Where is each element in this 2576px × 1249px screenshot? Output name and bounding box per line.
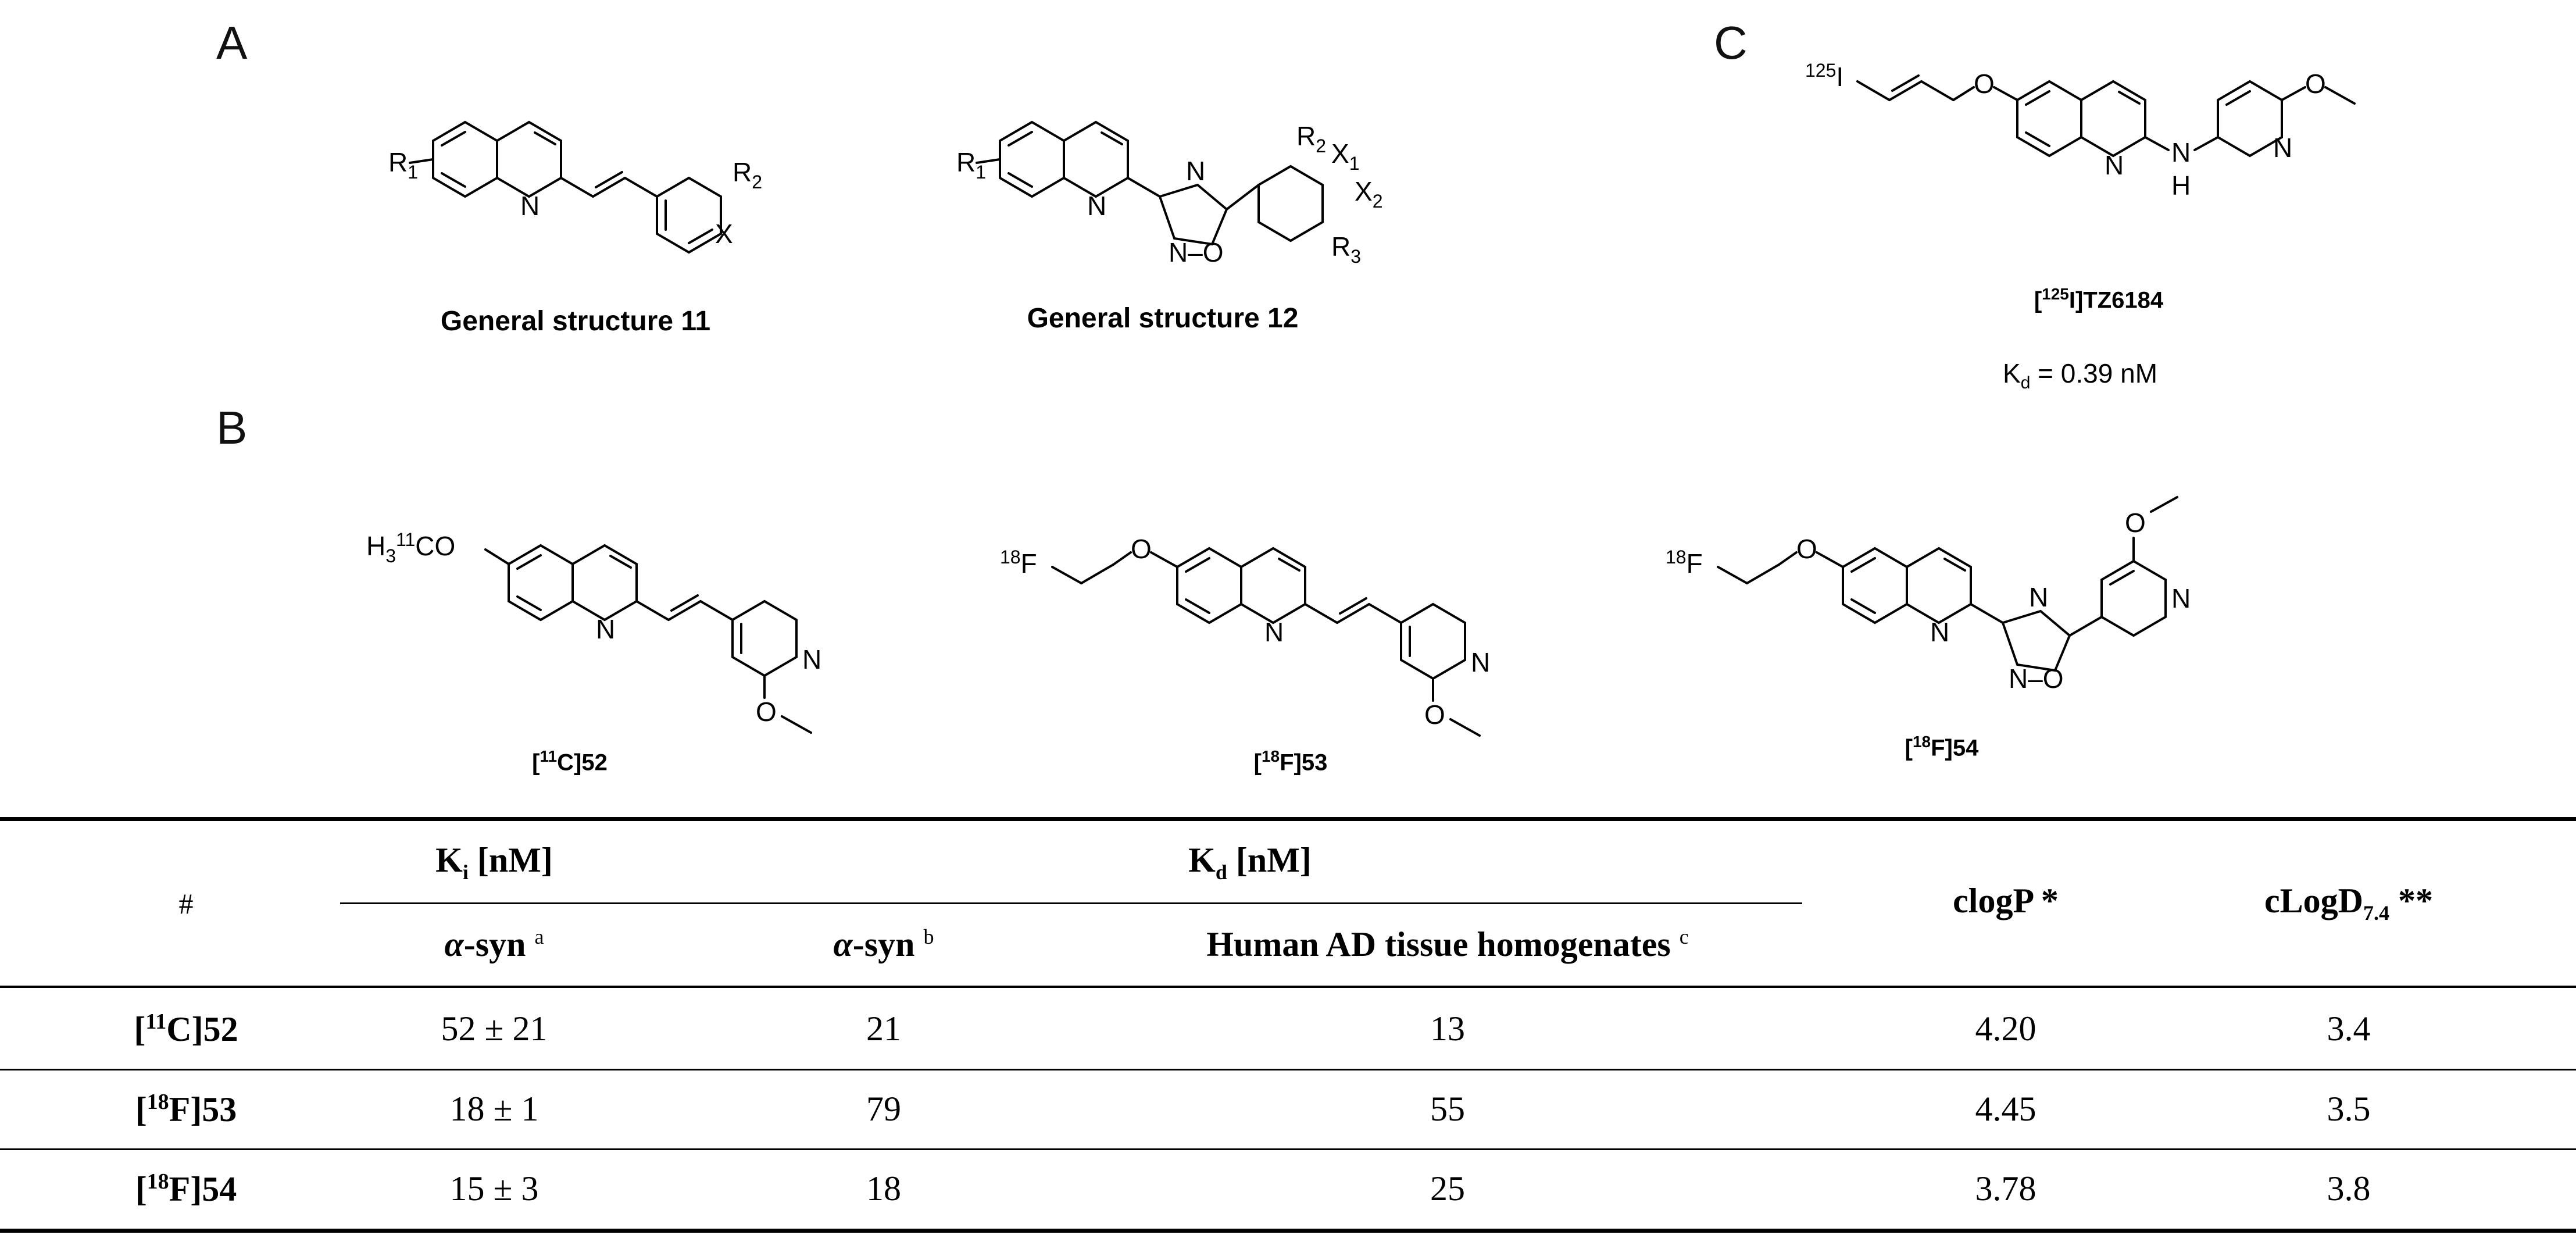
f54-quinoline-n: N — [1930, 617, 1949, 647]
table-bottom-rule — [0, 1229, 2576, 1233]
table-row-3-kd-ad: 25 — [1430, 1169, 1465, 1208]
table-row-rule-2 — [0, 1148, 2576, 1150]
caption-general-structure-11: General structure 11 — [440, 306, 711, 337]
table-row-1-compound: [11C]52 — [134, 1009, 238, 1048]
table-row-1-kd-ad: 13 — [1430, 1009, 1465, 1048]
header-ki-group: Ki [nM] — [435, 841, 553, 884]
g12-x1: X1 — [1331, 138, 1359, 174]
general-structure-12: R1 R2 X1 X2 R3 N N N–O — [956, 120, 1382, 267]
table-row-3-compound: [18F]54 — [135, 1169, 237, 1208]
c52-methoxy: H311CO — [366, 529, 455, 566]
structure-c52: H311CO N N O — [366, 529, 821, 734]
table-row-2-ki: 18 ± 1 — [449, 1090, 539, 1128]
table-top-rule — [0, 817, 2576, 821]
header-kd-ad: Human AD tissue homogenates c — [1206, 925, 1689, 963]
c52-pyridine-n: N — [802, 644, 821, 675]
g11-n: N — [520, 191, 540, 221]
table-row-1-clogp: 4.20 — [1975, 1009, 2036, 1048]
table-header-rule — [0, 986, 2576, 988]
tz-methoxy-o: O — [2305, 69, 2326, 99]
c52-methoxy-o: O — [756, 697, 777, 727]
table-row-3-ki: 15 ± 3 — [449, 1169, 539, 1208]
header-ki-asyn: α-syn a — [444, 925, 544, 963]
f53-o: O — [1131, 534, 1152, 564]
structure-f54: 18F O N N N–O N O — [1666, 496, 2191, 694]
g12-r3: R3 — [1331, 231, 1361, 267]
table-row-2-compound: [18F]53 — [135, 1090, 237, 1129]
tz-pyridine-n: N — [2273, 133, 2292, 163]
header-hash: # — [178, 887, 194, 920]
panel-letter-b: B — [216, 402, 248, 454]
g12-r1: R1 — [956, 147, 986, 183]
table-row-2-clogp: 4.45 — [1975, 1090, 2036, 1128]
g12-n-o: N–O — [1169, 237, 1224, 267]
f54-o: O — [1796, 534, 1817, 564]
caption-f53: [18F]53 — [1253, 747, 1328, 776]
tz-nh-n: N — [2171, 137, 2191, 167]
panel-letter-a: A — [216, 17, 248, 69]
tz-quinoline-n: N — [2105, 150, 2124, 180]
table-row-2-kd-asyn: 79 — [866, 1090, 901, 1128]
g11-r2: R2 — [733, 157, 762, 192]
table-row-2-clogd: 3.5 — [2327, 1090, 2371, 1128]
f54-fluorine: 18F — [1666, 547, 1703, 579]
table-row-1-clogd: 3.4 — [2327, 1009, 2371, 1048]
caption-general-structure-12: General structure 12 — [1027, 303, 1299, 334]
tz6184-kd: Kd = 0.39 nM — [2003, 358, 2158, 393]
tz-nh-h: H — [2171, 170, 2191, 201]
header-kd-asyn: α-syn b — [833, 925, 934, 963]
f54-oxadiazole-n: N — [2029, 582, 2048, 612]
header-clogd: cLogD7.4 ** — [2264, 882, 2433, 925]
structure-tz6184: 125I O N N H N O — [1805, 60, 2356, 201]
header-clogp: clogP * — [1953, 882, 2059, 920]
g11-x: X — [715, 219, 733, 249]
table-row-2-kd-ad: 55 — [1430, 1090, 1465, 1128]
c52-quinoline-n: N — [596, 614, 615, 644]
structure-f53: 18F O N N O — [1000, 534, 1490, 737]
caption-f54: [18F]54 — [1905, 733, 1979, 761]
f53-quinoline-n: N — [1264, 617, 1284, 647]
f54-methoxy-o: O — [2125, 508, 2146, 538]
header-kd-group: Kd [nM] — [1188, 841, 1312, 884]
table-row-3-clogp: 3.78 — [1975, 1169, 2036, 1208]
g12-oxadiazole-n: N — [1186, 156, 1205, 186]
caption-c52: [11C]52 — [532, 747, 608, 776]
table-row-3-kd-asyn: 18 — [866, 1169, 901, 1208]
g12-n: N — [1087, 191, 1106, 221]
tz-o: O — [1974, 69, 1995, 99]
structures-figure: R1 R2 X N R1 R2 X1 X2 R3 N N N–O 125I O — [366, 60, 2356, 737]
f53-pyridine-n: N — [1471, 647, 1490, 677]
g12-r2: R2 — [1296, 121, 1326, 156]
g12-x2: X2 — [1355, 176, 1382, 212]
table-row-1-ki: 52 ± 21 — [441, 1009, 548, 1048]
f54-pyridine-n: N — [2171, 583, 2191, 613]
table-group-rule — [340, 902, 1802, 904]
panel-letter-c: C — [1714, 17, 1748, 69]
table-row-3-clogd: 3.8 — [2327, 1169, 2371, 1208]
general-structure-11: R1 R2 X N — [388, 120, 762, 254]
table-row-rule-1 — [0, 1069, 2576, 1070]
g11-r1: R1 — [388, 147, 418, 183]
f54-n-o: N–O — [2009, 663, 2064, 694]
tz-iodine: 125I — [1805, 60, 1843, 92]
f53-fluorine: 18F — [1000, 547, 1037, 579]
table-row-1-kd-asyn: 21 — [866, 1009, 901, 1048]
f53-methoxy-o: O — [1424, 700, 1445, 730]
caption-tz6184: [125I]TZ6184 — [2034, 285, 2164, 313]
